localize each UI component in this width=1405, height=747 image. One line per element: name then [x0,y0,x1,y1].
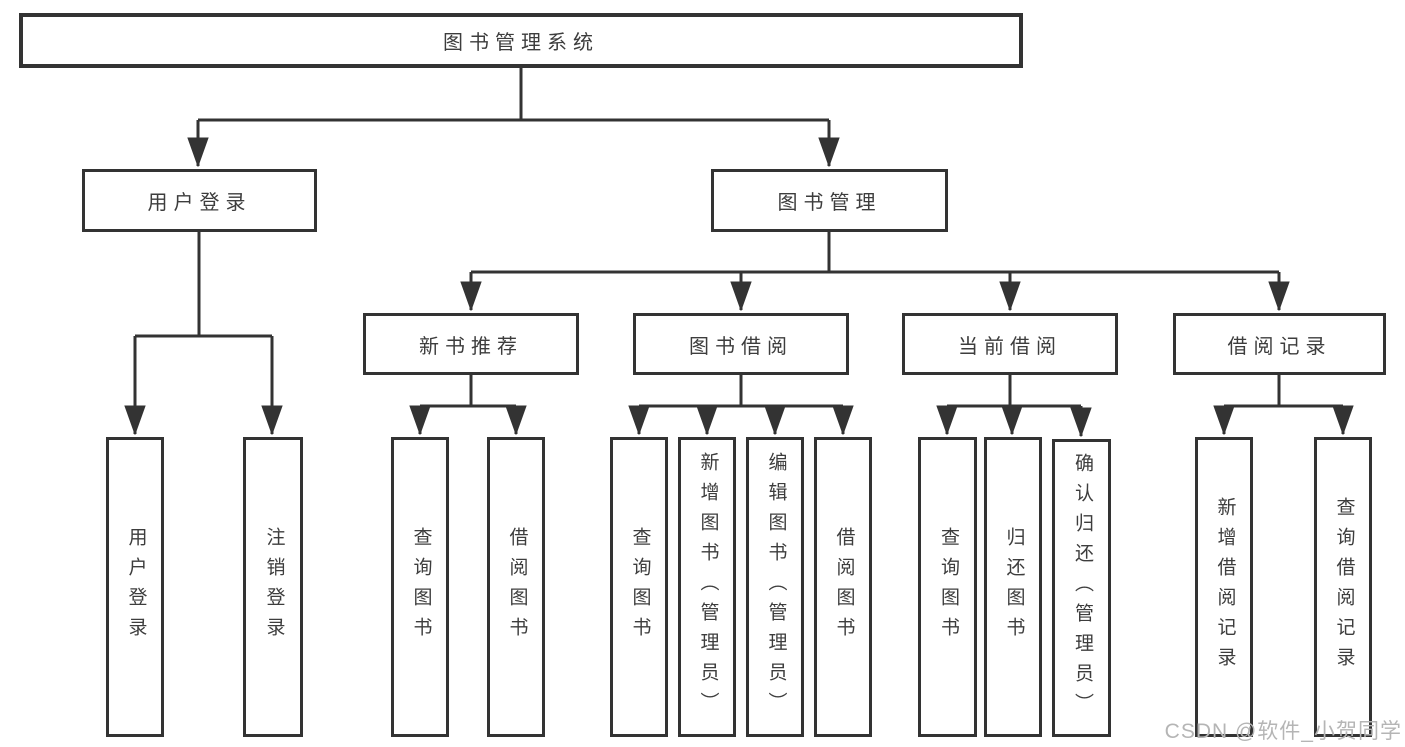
node-user-login: 用户登录 [82,169,317,232]
node-label: 注销登录 [263,527,285,647]
node-label: 归还图书 [1003,527,1025,647]
node-label: 新增借阅记录 [1214,497,1236,677]
node-leaf-borrow-books-2: 借阅图书 [814,437,872,737]
node-label: 查询图书 [937,527,959,647]
node-library-management-system: 图书管理系统 [19,13,1023,68]
node-leaf-add-borrow-record: 新增借阅记录 [1195,437,1253,737]
node-leaf-user-login: 用户登录 [106,437,164,737]
node-label: 新增图书（管理员） [697,452,719,722]
node-new-book-recommend: 新书推荐 [363,313,579,375]
node-book-borrow: 图书借阅 [633,313,849,375]
node-leaf-query-borrow-record: 查询借阅记录 [1314,437,1372,737]
node-borrow-records: 借阅记录 [1173,313,1386,375]
node-current-borrow: 当前借阅 [902,313,1118,375]
node-leaf-query-books-2: 查询图书 [610,437,668,737]
node-label: 用户登录 [125,527,147,647]
node-leaf-query-books-1: 查询图书 [391,437,449,737]
node-leaf-return-books: 归还图书 [984,437,1042,737]
node-leaf-add-book-admin: 新增图书（管理员） [678,437,736,737]
node-label: 借阅图书 [833,527,855,647]
node-book-management: 图书管理 [711,169,948,232]
watermark-text: CSDN @软件_小贺同学 [1164,720,1402,743]
node-leaf-logout: 注销登录 [243,437,303,737]
node-leaf-borrow-books-1: 借阅图书 [487,437,545,737]
node-label: 查询图书 [629,527,651,647]
node-label: 确认归还（管理员） [1071,453,1093,723]
node-label: 编辑图书（管理员） [765,452,787,722]
node-leaf-query-books-3: 查询图书 [918,437,977,737]
node-label: 查询图书 [410,527,432,647]
node-leaf-confirm-return-admin: 确认归还（管理员） [1052,439,1111,737]
node-label: 查询借阅记录 [1333,497,1355,677]
node-leaf-edit-book-admin: 编辑图书（管理员） [746,437,804,737]
node-label: 借阅图书 [506,527,528,647]
